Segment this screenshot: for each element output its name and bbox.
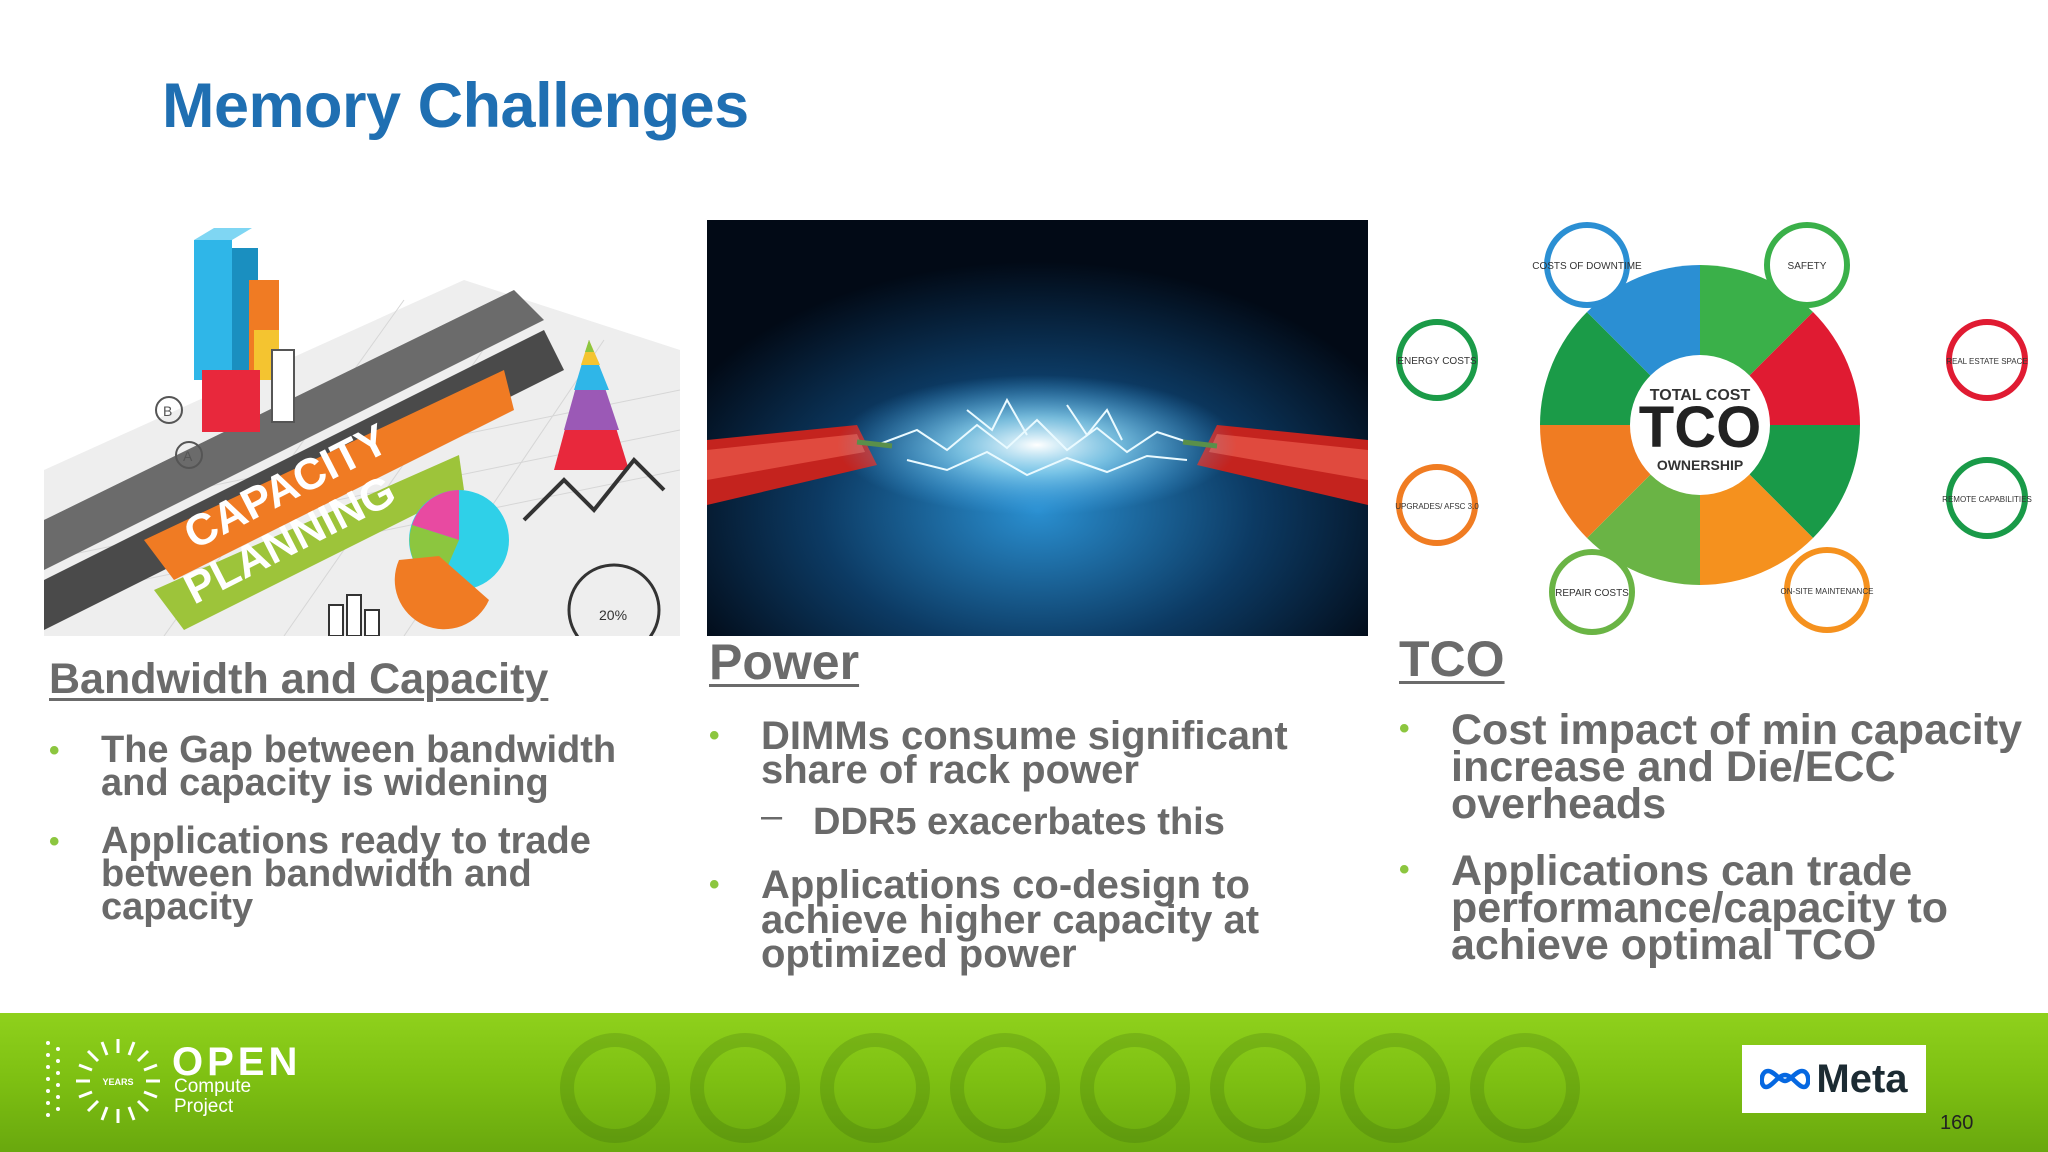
sparking-cable-photo <box>707 220 1368 636</box>
decorative-ring-icon <box>690 1033 800 1143</box>
meta-infinity-icon <box>1760 1068 1811 1090</box>
tco-node-upgrades: UPGRADES/ AFSC 3.0 <box>1395 502 1479 511</box>
page-number: 160 <box>1940 1112 1974 1134</box>
bandwidth-capacity-bullets: • The Gap between bandwidth and capacity … <box>49 731 669 926</box>
bullet-dot-icon: • <box>709 868 720 902</box>
decorative-ring-icon <box>560 1033 670 1143</box>
decorative-ring-icon <box>1340 1033 1450 1143</box>
power-column: Power • DIMMs consume significant share … <box>709 633 1349 974</box>
capacity-planning-image: CAPACITY PLANNING B A 20% <box>44 220 680 636</box>
ocp-logo-word: OPEN <box>172 1040 302 1084</box>
ocp-logo-mark: YEARS <box>46 1039 160 1123</box>
tco-node-onsite: ON-SITE MAINTENANCE <box>1781 587 1874 596</box>
bullet-item: • Applications ready to trade between ban… <box>49 822 669 925</box>
decorative-ring-icon <box>1470 1033 1580 1143</box>
capacity-planning-illustration: CAPACITY PLANNING B A 20% <box>44 220 680 636</box>
diagram-letter-a: A <box>183 448 193 464</box>
bullet-item: • Applications can trade performance/capa… <box>1399 849 2039 966</box>
tco-node-downtime: COSTS OF DOWNTIME <box>1532 261 1642 272</box>
bullet-dot-icon: • <box>49 825 60 859</box>
tco-node-repair: REPAIR COSTS <box>1555 588 1629 599</box>
sub-bullet-text: DDR5 exacerbates this <box>813 800 1225 843</box>
decorative-ring-icon <box>820 1033 930 1143</box>
bullet-text: DIMMs consume significant share of rack … <box>761 714 1288 793</box>
tco-center-top: TOTAL COST <box>1650 387 1751 404</box>
tco-node-remote: REMOTE CAPABILITIES <box>1942 495 2032 504</box>
meta-logo: Meta <box>1742 1045 1926 1113</box>
footer-band <box>0 1013 2048 1152</box>
bullet-text: Applications co-design to achieve higher… <box>761 863 1260 977</box>
bullet-text: The Gap between bandwidth and capacity i… <box>101 729 617 804</box>
bullet-item: • Cost impact of min capacity increase an… <box>1399 709 2039 826</box>
tco-bullets: • Cost impact of min capacity increase an… <box>1399 709 2039 967</box>
ocp-logo-line-project: Project <box>174 1096 234 1117</box>
bullet-dot-icon: • <box>1399 712 1410 745</box>
bullet-text: Applications ready to trade between band… <box>101 820 591 928</box>
dash-icon: – <box>761 794 783 837</box>
bullet-dot-icon: • <box>709 719 720 752</box>
power-heading: Power <box>709 634 860 690</box>
diagram-percent: 20% <box>599 607 627 623</box>
tco-center-bottom: OWNERSHIP <box>1657 457 1743 473</box>
decorative-ring-icon <box>1210 1033 1320 1143</box>
tco-node-safety: SAFETY <box>1788 261 1827 272</box>
ocp-logo-line-compute: Compute <box>174 1076 252 1097</box>
sub-bullet-item: –DDR5 exacerbates this <box>761 797 1349 841</box>
bullet-dot-icon: • <box>49 734 60 767</box>
slide-title: Memory Challenges <box>162 71 749 141</box>
bullet-item: • Applications co-design to achieve highe… <box>709 865 1349 974</box>
tco-wheel-diagram: TOTAL COST TCO OWNERSHIP COSTS OF DOWNTI… <box>1382 220 2048 636</box>
power-image <box>707 220 1368 636</box>
tco-node-real-estate: REAL ESTATE SPACE <box>1946 357 2028 366</box>
bandwidth-capacity-column: Bandwidth and Capacity • The Gap between … <box>49 655 669 926</box>
bullet-dot-icon: • <box>1399 852 1410 886</box>
decorative-ring-icon <box>1080 1033 1190 1143</box>
power-bullets: • DIMMs consume significant share of rac… <box>709 716 1349 974</box>
tco-node-energy: ENERGY COSTS <box>1397 356 1477 367</box>
bandwidth-capacity-heading: Bandwidth and Capacity <box>49 655 549 703</box>
bullet-text: Applications can trade performance/capac… <box>1451 846 1949 969</box>
tco-center-main: TCO <box>1639 395 1761 460</box>
diagram-letter-b: B <box>163 403 172 419</box>
bullet-item: • The Gap between bandwidth and capacity … <box>49 731 669 802</box>
meta-wordmark: Meta <box>1816 1056 1908 1101</box>
tco-heading: TCO <box>1399 631 1505 687</box>
tco-image: TOTAL COST TCO OWNERSHIP COSTS OF DOWNTI… <box>1382 220 2048 636</box>
tco-column: TCO • Cost impact of min capacity increas… <box>1399 630 2039 967</box>
bullet-item: • DIMMs consume significant share of rac… <box>709 716 1349 841</box>
bullet-text: Cost impact of min capacity increase and… <box>1451 706 2023 828</box>
ocp-badge-text: YEARS <box>102 1077 133 1087</box>
decorative-ring-icon <box>950 1033 1060 1143</box>
